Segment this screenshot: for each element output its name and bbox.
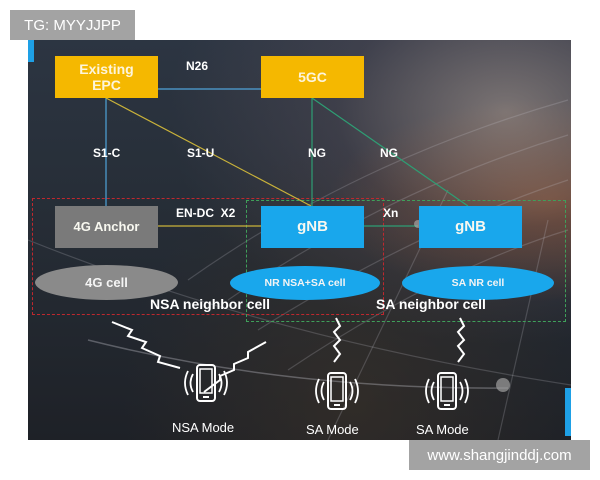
corner-accent bbox=[565, 388, 571, 436]
s1u-label: S1-U bbox=[187, 146, 215, 160]
radio-signal-icon bbox=[456, 317, 466, 363]
connection-lines bbox=[105, 88, 510, 393]
light-dot bbox=[496, 378, 510, 392]
radio-signal-icon bbox=[203, 341, 267, 393]
ng-label-2: NG bbox=[380, 146, 398, 160]
device-label-sa-2: SA Mode bbox=[416, 422, 469, 437]
nsa-neighbor-label: NSA neighbor cell bbox=[150, 296, 271, 312]
sa-nr-cell: SA NR cell bbox=[402, 266, 554, 300]
nsa-neighbor-region bbox=[32, 198, 384, 315]
diagram-canvas: Existing EPC 5GC 4G Anchor gNB gNB 4G ce… bbox=[28, 40, 571, 440]
ng-link-2 bbox=[311, 97, 469, 207]
phone-vibrate-icon bbox=[184, 364, 228, 402]
sa-neighbor-region bbox=[246, 200, 566, 322]
s1u-link bbox=[105, 97, 312, 207]
xn-label: Xn bbox=[383, 206, 399, 220]
sa-neighbor-label: SA neighbor cell bbox=[376, 296, 486, 312]
4g-cell: 4G cell bbox=[35, 265, 178, 300]
watermark-top-left: TG: MYYJJPP bbox=[10, 10, 135, 40]
5gc-node: 5GC bbox=[261, 56, 364, 98]
watermark-bottom-right: www.shangjinddj.com bbox=[409, 440, 590, 470]
existing-epc-node: Existing EPC bbox=[55, 56, 158, 98]
endc-x2-label: EN-DC X2 bbox=[176, 206, 236, 220]
phone-vibrate-icon bbox=[425, 372, 469, 410]
radio-signal-icon bbox=[332, 317, 342, 363]
s1c-label: S1-C bbox=[93, 146, 121, 160]
radio-signal-icon bbox=[111, 321, 181, 369]
gnb-nsa-node: gNB bbox=[261, 206, 364, 248]
phone-vibrate-icon bbox=[315, 372, 359, 410]
n26-label: N26 bbox=[186, 59, 209, 73]
ng-label-1: NG bbox=[308, 146, 326, 160]
gnb-sa-node: gNB bbox=[419, 206, 522, 248]
4g-anchor-node: 4G Anchor bbox=[55, 206, 158, 248]
device-label-sa-1: SA Mode bbox=[306, 422, 359, 437]
nr-nsa-sa-cell: NR NSA+SA cell bbox=[230, 266, 380, 300]
device-label-nsa: NSA Mode bbox=[172, 420, 235, 435]
corner-accent bbox=[28, 40, 34, 62]
